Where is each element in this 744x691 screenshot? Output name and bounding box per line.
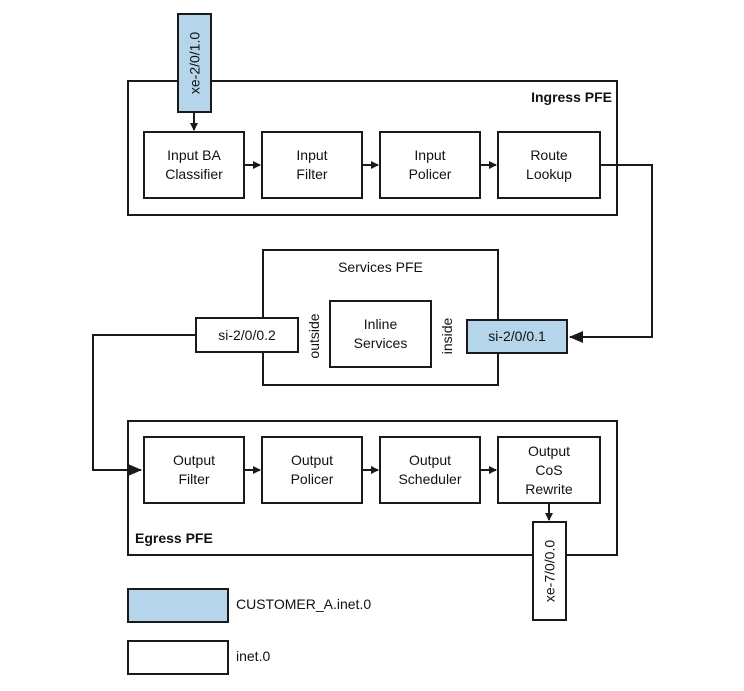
ingress-pfe-title: Ingress PFE	[531, 89, 612, 105]
stage-output-filter: Output Filter	[143, 436, 245, 504]
output-interface-xe-7-0-0-0: xe-7/0/0.0	[532, 521, 567, 621]
legend-swatch-customer-a	[127, 588, 229, 623]
inline-services-box: Inline Services	[329, 300, 432, 368]
stage-input-ba-classifier: Input BA Classifier	[143, 131, 245, 199]
legend-label-inet0: inet.0	[236, 648, 271, 664]
stage-output-cos-rewrite: Output CoS Rewrite	[497, 436, 601, 504]
stage-route-lookup: Route Lookup	[497, 131, 601, 199]
services-pfe-title: Services PFE	[338, 259, 423, 275]
stage-output-scheduler: Output Scheduler	[379, 436, 481, 504]
stage-input-policer: Input Policer	[379, 131, 481, 199]
arrow-lookup-to-inside	[569, 164, 653, 343]
stage-output-policer: Output Policer	[261, 436, 363, 504]
legend-label-customer-a: CUSTOMER_A.inet.0	[236, 596, 372, 612]
arrow-outside-to-output-filter	[92, 334, 195, 476]
egress-pfe-title: Egress PFE	[135, 530, 213, 546]
inside-interface-si-2-0-0-1: si-2/0/0.1	[466, 319, 568, 354]
outside-interface-si-2-0-0-2: si-2/0/0.2	[195, 317, 299, 353]
stage-input-filter: Input Filter	[261, 131, 363, 199]
input-interface-xe-2-0-1-0: xe-2/0/1.0	[177, 13, 212, 113]
legend-swatch-inet0	[127, 640, 229, 675]
